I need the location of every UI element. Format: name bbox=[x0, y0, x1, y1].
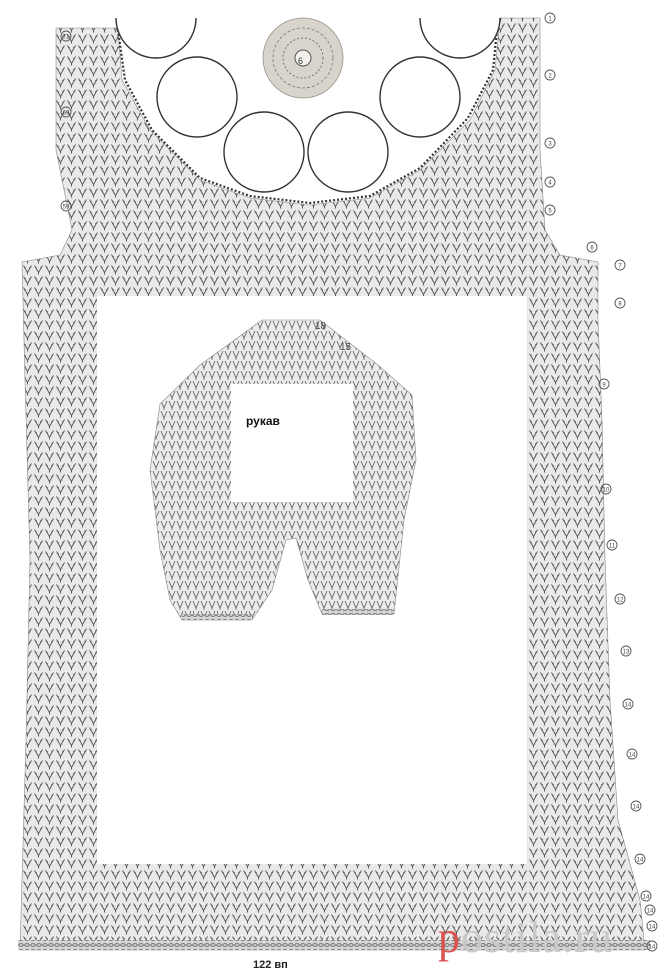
base-chain-label: 122 вп bbox=[253, 959, 288, 971]
sleeve-label: рукав bbox=[246, 414, 280, 428]
row-marker-number: 11 bbox=[609, 544, 616, 550]
row-marker-number: 14 bbox=[649, 945, 656, 951]
row-marker-number: 14 bbox=[633, 805, 640, 811]
body-row-arrows-left bbox=[60, 30, 72, 212]
motif-circle-3 bbox=[223, 111, 305, 193]
row-marker-number: 6 bbox=[590, 246, 594, 252]
watermark-text: ostila bbox=[461, 913, 563, 962]
row-marker-number: 14 bbox=[637, 858, 644, 864]
row-marker-number: 4 bbox=[548, 181, 552, 187]
base-chain-row bbox=[18, 940, 650, 950]
row-marker-number: 14 bbox=[643, 895, 650, 901]
row-marker-number: 69 bbox=[63, 111, 70, 117]
row-marker-number: 10 bbox=[603, 488, 610, 494]
motif-circle-5 bbox=[379, 56, 461, 138]
row-marker-number: 1 bbox=[548, 17, 552, 23]
neckline-motif-circles bbox=[115, 17, 501, 193]
flower-motif bbox=[262, 17, 344, 99]
motif-circle-4 bbox=[307, 111, 389, 193]
sleeve-row-15-label: 15 bbox=[340, 342, 352, 353]
row-marker-number: 14 bbox=[647, 909, 654, 915]
row-marker-number: 71 bbox=[63, 35, 70, 41]
sleeve-chain-row-left bbox=[182, 614, 252, 620]
row-marker-number: 12 bbox=[617, 598, 624, 604]
sleeve-inner-blank bbox=[231, 384, 353, 502]
watermark: postila.ru bbox=[438, 912, 613, 963]
row-marker-number: 7 bbox=[618, 264, 622, 270]
motif-circle-2 bbox=[156, 56, 238, 138]
neckline-edge bbox=[116, 19, 500, 205]
row-marker-number: 59 bbox=[63, 205, 70, 211]
body-row-arrows-right bbox=[544, 12, 658, 952]
row-marker-number: 8 bbox=[618, 302, 622, 308]
row-marker-number: 3 bbox=[548, 142, 552, 148]
row-marker-number: 2 bbox=[548, 74, 552, 80]
watermark-glyph: p bbox=[438, 913, 461, 962]
sleeve-row-18-label: 18 bbox=[315, 321, 327, 332]
row-marker-number: 14 bbox=[625, 703, 632, 709]
watermark-suffix: .ru bbox=[562, 913, 613, 962]
sleeve-chain-row-right bbox=[322, 609, 394, 615]
row-marker-number: 9 bbox=[602, 383, 606, 389]
row-marker-number: 14 bbox=[649, 925, 656, 931]
row-marker-number: 5 bbox=[548, 209, 552, 215]
motif-number-label: 6 bbox=[298, 56, 304, 66]
row-marker-number: 14 bbox=[629, 753, 636, 759]
row-marker-number: 13 bbox=[623, 650, 630, 656]
motif-circle-1 bbox=[115, 17, 197, 59]
motif-circle-6 bbox=[419, 17, 501, 59]
